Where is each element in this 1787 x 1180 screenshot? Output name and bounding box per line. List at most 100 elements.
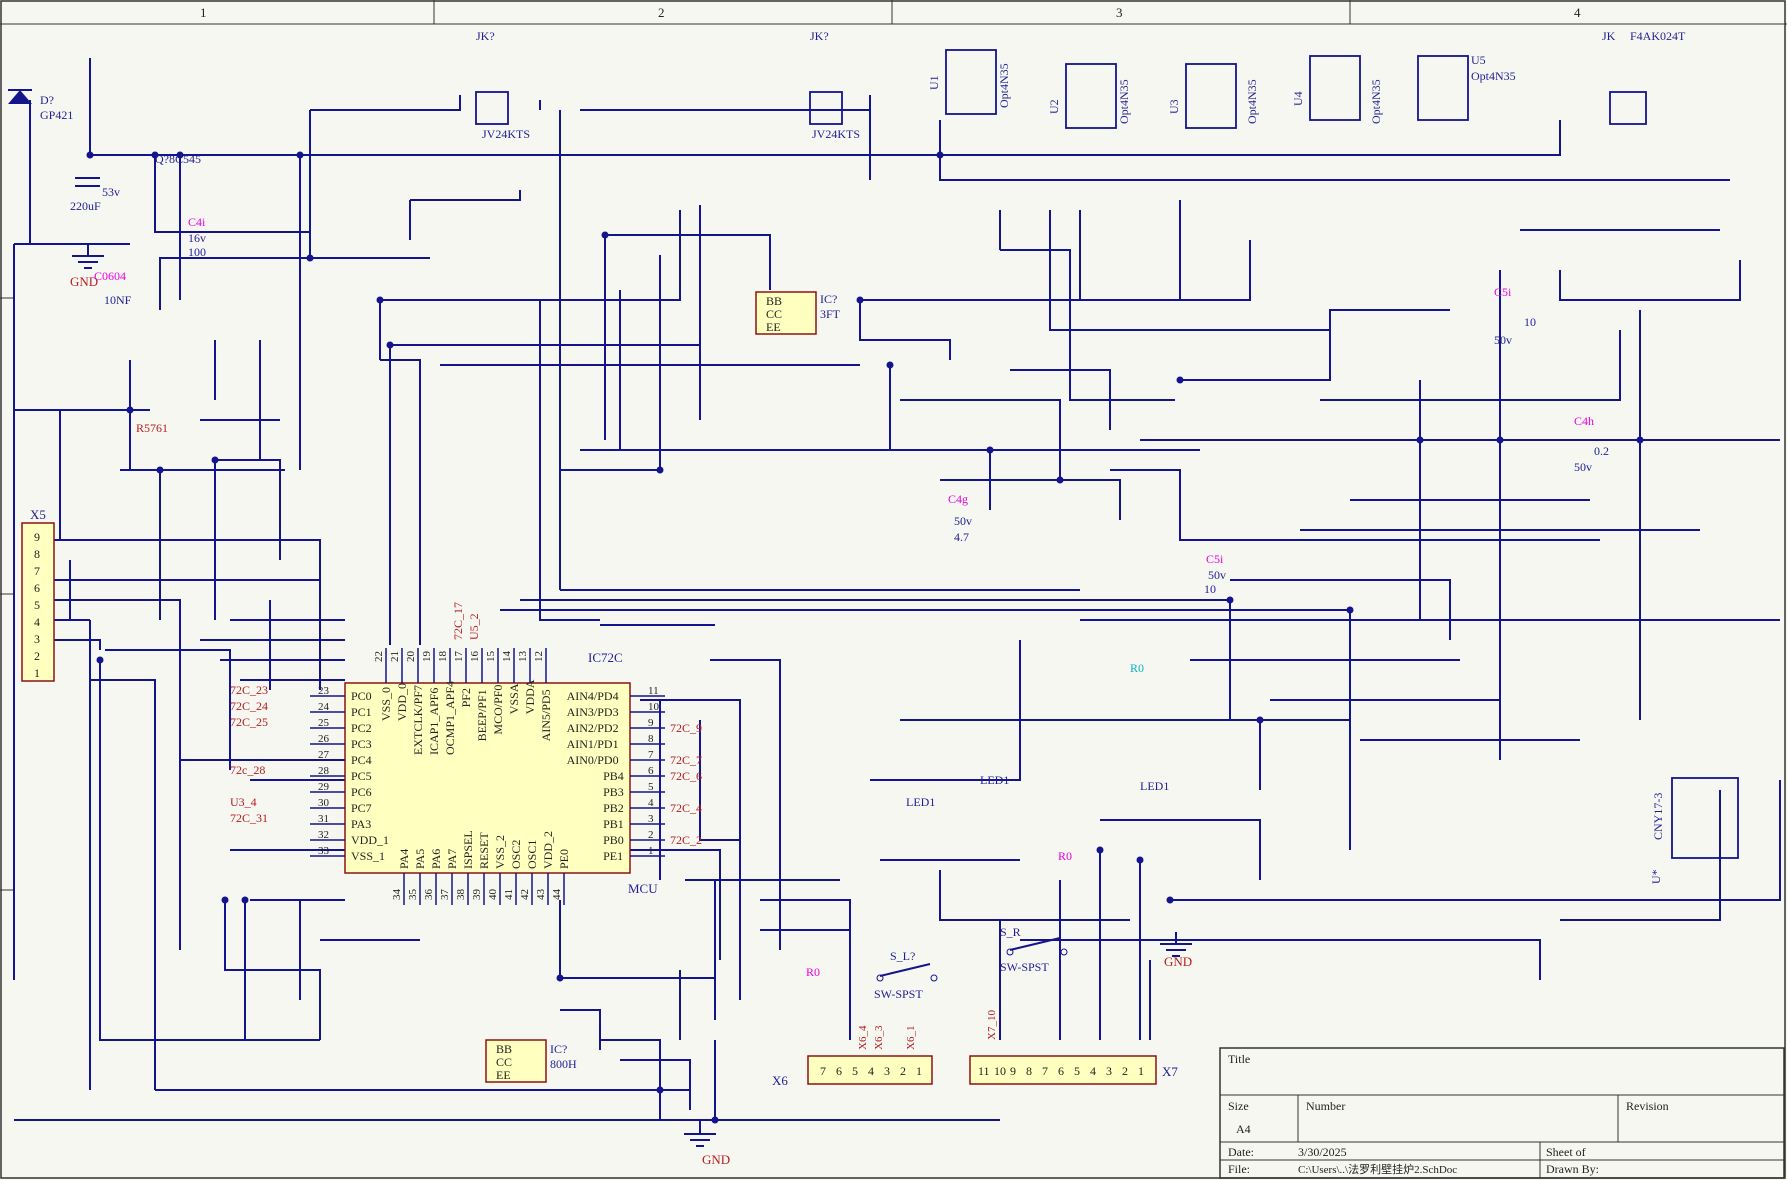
mcu-pin-number: 36: [423, 889, 435, 901]
mcu-pin-number: 22: [373, 651, 385, 662]
mcu-pin-name: VSS_0: [379, 687, 393, 721]
net-label: 72C_2: [670, 833, 702, 847]
svg-text:JK: JK: [1602, 29, 1616, 43]
top-left-parts: D? GP421 53v 220uF Q?8C545 C4i 16v 100 C…: [8, 89, 206, 307]
svg-text:IC?: IC?: [820, 292, 837, 306]
svg-text:IC?: IC?: [550, 1042, 567, 1056]
svg-text:220uF: 220uF: [70, 199, 101, 213]
net-label: U3_4: [230, 795, 257, 809]
svg-text:U*: U*: [1649, 869, 1663, 884]
relay-1: JK? JV24KTS: [475, 29, 530, 141]
x5-pin: 5: [34, 598, 40, 612]
mcu-pin-name: AIN1/PD1: [567, 737, 619, 751]
mcu-pin-number: 30: [318, 797, 330, 809]
x5-ref: X5: [30, 507, 46, 522]
net-label: 72C_4: [670, 801, 702, 815]
mcu-pin-name: OSC2: [509, 840, 523, 869]
svg-text:EE: EE: [496, 1068, 511, 1082]
svg-text:Opt4N35: Opt4N35: [997, 63, 1011, 108]
size-label: Size: [1228, 1099, 1249, 1113]
mcu-pin-name: PA4: [397, 849, 411, 869]
svg-text:GP421: GP421: [40, 108, 73, 122]
svg-text:C4g: C4g: [948, 492, 968, 506]
mcu-pin-number: 10: [648, 701, 660, 713]
junctions: [86, 151, 1644, 1124]
mcu-pin-number: 40: [487, 889, 499, 901]
ic-800h: BB CC EE IC? 800H: [485, 1039, 577, 1083]
number-label: Number: [1306, 1099, 1345, 1113]
x5-pin: 8: [34, 547, 40, 561]
x5-pin: 1: [34, 666, 40, 680]
svg-text:EE: EE: [766, 320, 781, 334]
x7-pin: 5: [1074, 1064, 1080, 1078]
svg-text:SW-SPST: SW-SPST: [1000, 960, 1049, 974]
mcu-pin-name: PC6: [351, 785, 372, 799]
zone-label: 1: [200, 5, 207, 20]
svg-text:GND: GND: [70, 274, 98, 289]
svg-text:CNY17-3: CNY17-3: [1651, 793, 1665, 840]
wires: [13, 58, 1781, 1121]
svg-text:50v: 50v: [1574, 460, 1592, 474]
mcu-pin-number: 24: [318, 701, 330, 713]
mcu-pin-number: 42: [519, 889, 531, 900]
x6-pin: 5: [852, 1064, 858, 1078]
x5-pin: 3: [34, 632, 40, 646]
mcu-pin-name: PA3: [351, 817, 371, 831]
mcu-pin-number: 2: [648, 829, 654, 841]
x7-pin: 8: [1026, 1064, 1032, 1078]
mcu-pin-name: PC5: [351, 769, 372, 783]
x6-pin: 3: [884, 1064, 890, 1078]
mcu-pin-name: OCMP1_APF4: [443, 681, 457, 755]
mcu-pin-number: 41: [503, 889, 515, 900]
x7-pin: 4: [1090, 1064, 1096, 1078]
date-value: 3/30/2025: [1298, 1145, 1347, 1159]
mcu-pin-number: 16: [469, 651, 481, 663]
mcu-pin-number: 43: [535, 889, 547, 901]
net-label: 72C_7: [670, 753, 702, 767]
mcu-pin-name: PA6: [429, 849, 443, 869]
net-label: 72C_6: [670, 769, 702, 783]
svg-text:SW-SPST: SW-SPST: [874, 987, 923, 1001]
svg-text:10: 10: [1524, 315, 1536, 329]
file-label: File:: [1228, 1162, 1250, 1176]
mcu-pin-name: AIN2/PD2: [567, 721, 619, 735]
svg-text:BB: BB: [766, 294, 782, 308]
mcu-pin-name: OSC1: [525, 840, 539, 869]
svg-text:R0: R0: [1058, 849, 1072, 863]
x6-pin: 2: [900, 1064, 906, 1078]
mcu-pin-name: PC3: [351, 737, 372, 751]
zone-label: 3: [1116, 5, 1123, 20]
net-label: 72C_31: [230, 811, 268, 825]
gnd-symbol: GND: [1160, 932, 1192, 969]
drawn-label: Drawn By:: [1546, 1162, 1599, 1176]
svg-text:10: 10: [1204, 582, 1216, 596]
title-block: Title Size A4 Number Revision Date: 3/30…: [1219, 1047, 1785, 1179]
svg-text:R0: R0: [806, 965, 820, 979]
svg-text:3FT: 3FT: [820, 307, 841, 321]
mcu-pin-number: 8: [648, 733, 654, 745]
opto-u5: U5 Opt4N35: [1417, 53, 1516, 121]
x5-pin: 4: [34, 615, 40, 629]
mcu-pin-name: PB1: [603, 817, 624, 831]
mcu-pin-name: PB2: [603, 801, 624, 815]
svg-text:100: 100: [188, 245, 206, 259]
x7-pin: 1: [1138, 1064, 1144, 1078]
svg-text:10NF: 10NF: [104, 293, 132, 307]
svg-text:BB: BB: [496, 1042, 512, 1056]
mcu-ref: IC72C: [588, 650, 623, 665]
mcu-pin-name: VDD_2: [541, 831, 555, 869]
opto-u3: U3 Opt4N35: [1167, 63, 1259, 129]
size-value: A4: [1236, 1122, 1251, 1136]
file-value: C:\Users\..\法罗利壁挂炉2.SchDoc: [1298, 1162, 1457, 1176]
svg-text:4.7: 4.7: [954, 530, 969, 544]
mcu-pin-name: VDD_1: [351, 833, 389, 847]
mcu-pin-number: 11: [648, 685, 659, 697]
mcu-pin-name: PA7: [445, 849, 459, 869]
mcu-pin-name: AIN4/PD4: [567, 689, 619, 703]
svg-text:LED1: LED1: [1140, 779, 1169, 793]
svg-text:LED1: LED1: [980, 773, 1009, 787]
revision-label: Revision: [1626, 1099, 1669, 1113]
x6-pin: 6: [836, 1064, 842, 1078]
